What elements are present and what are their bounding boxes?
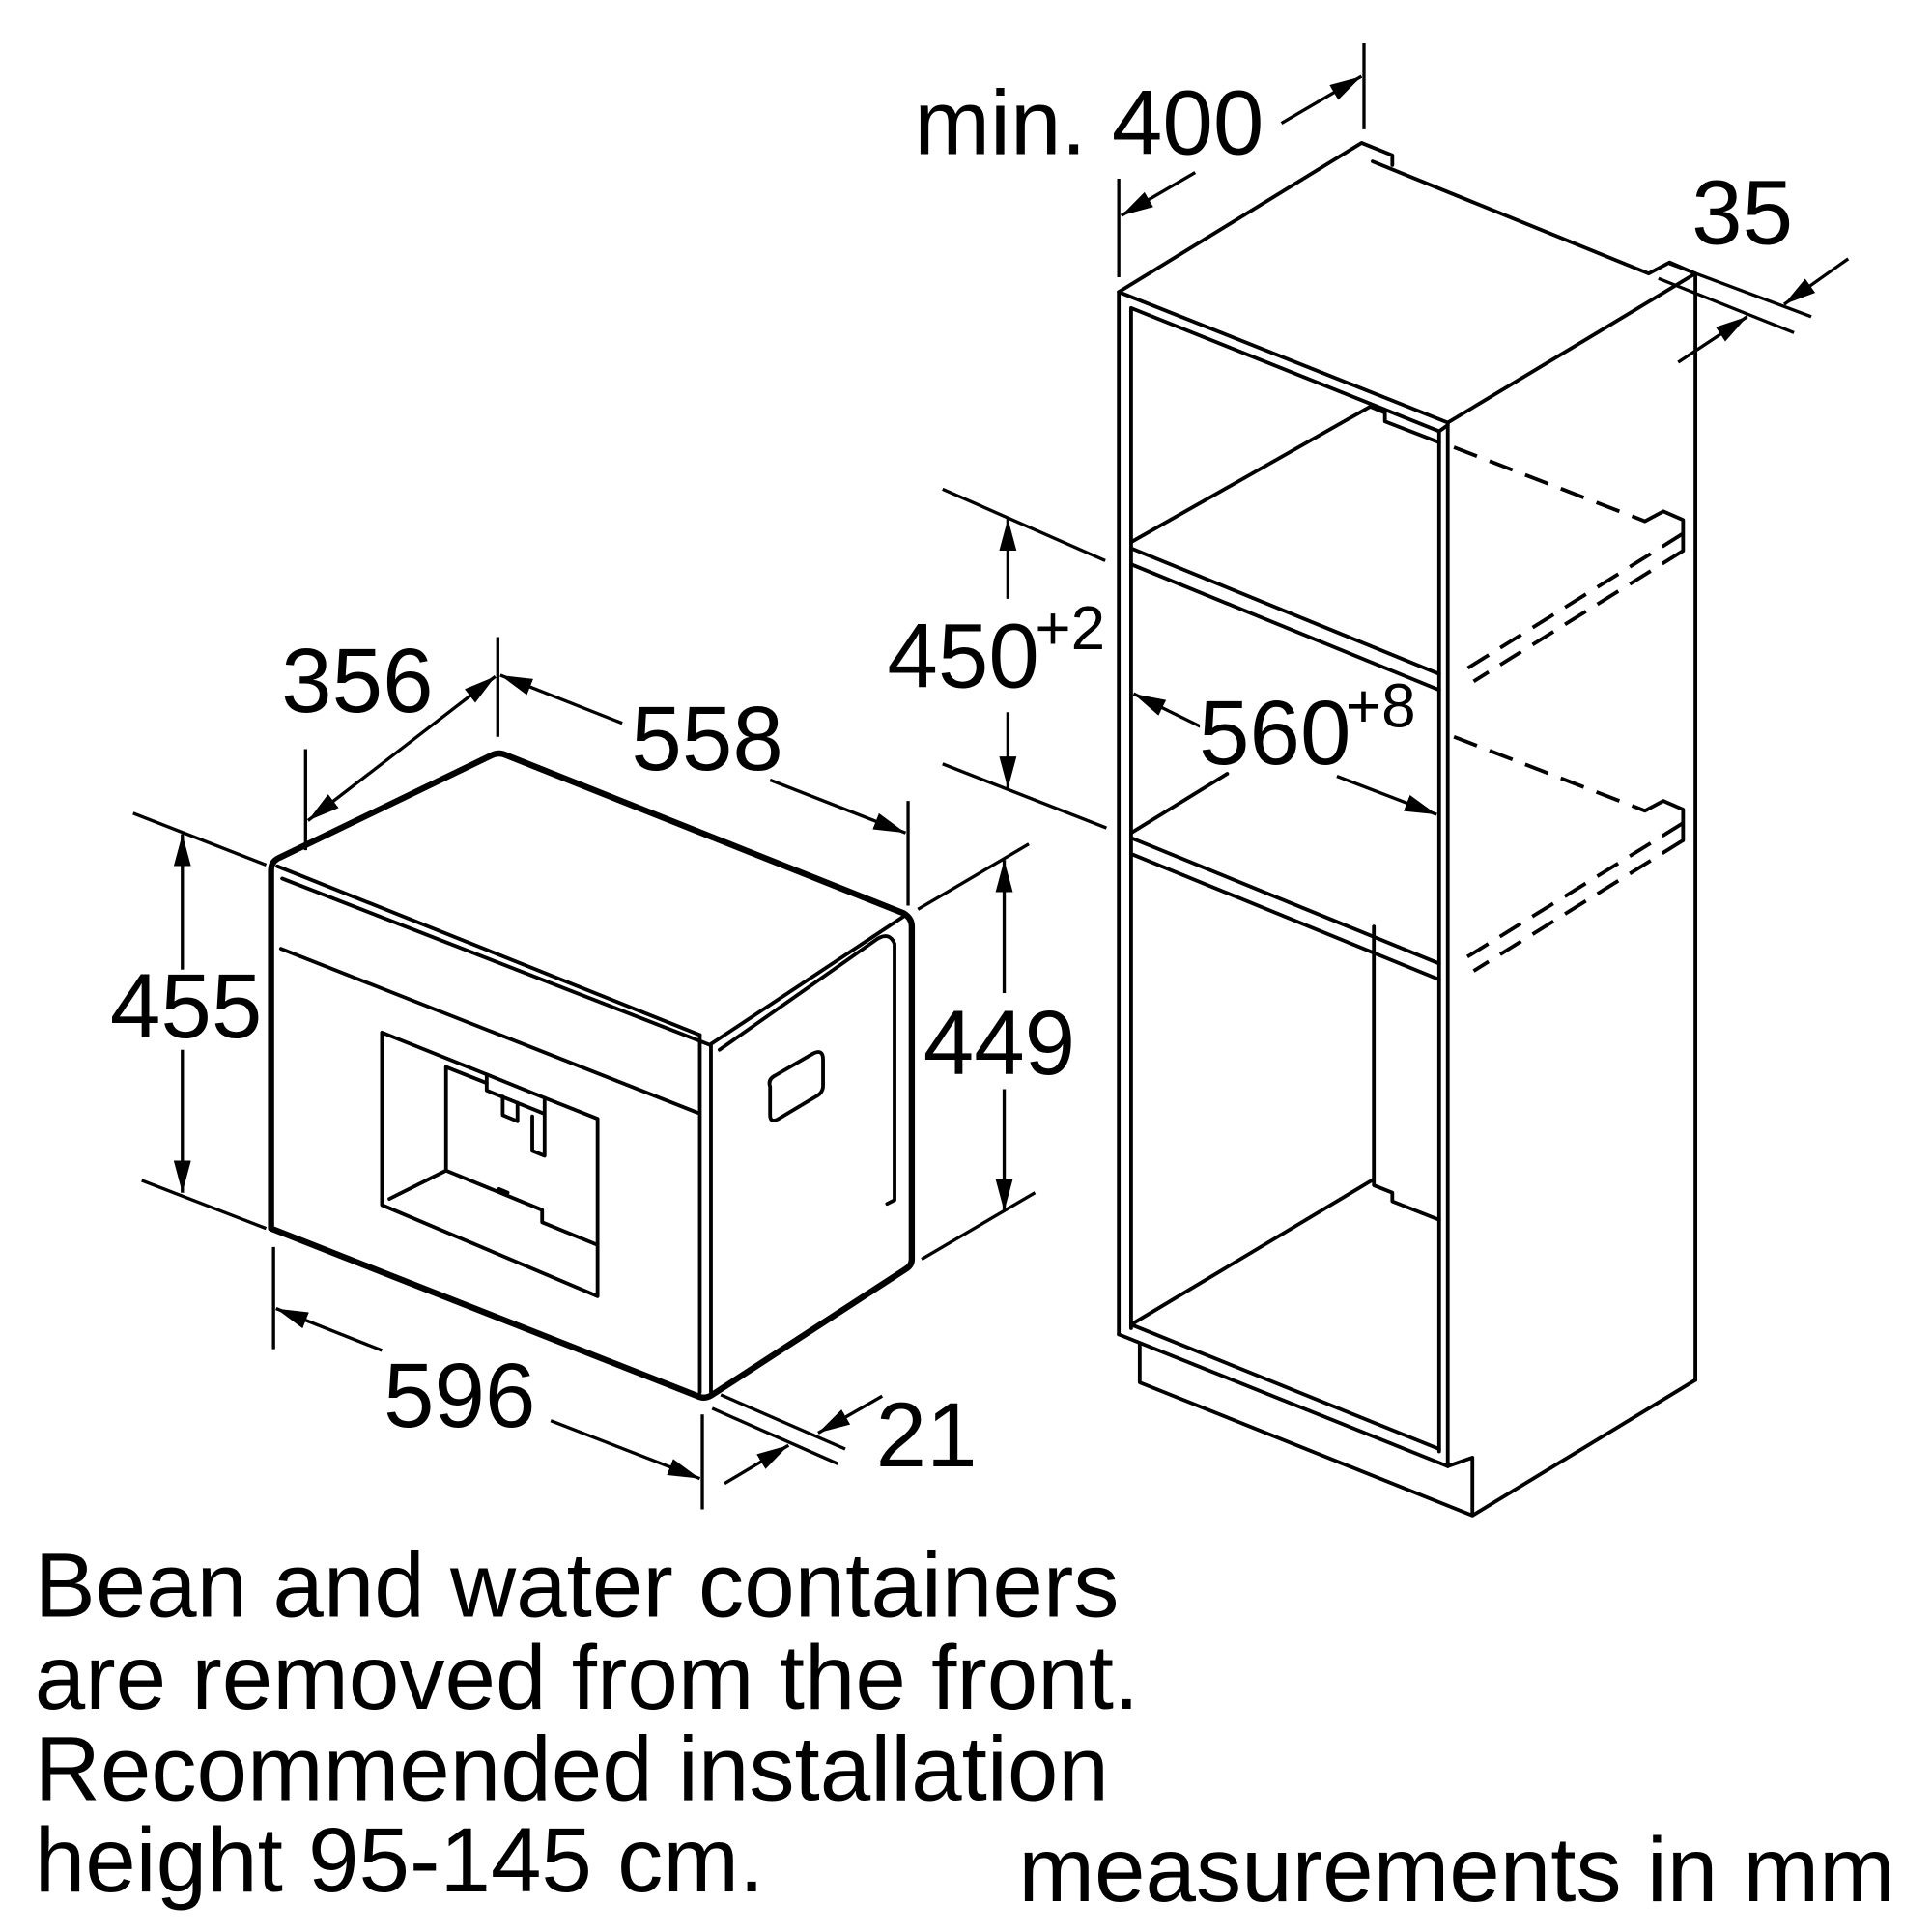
depth-extension-lines	[303, 637, 499, 851]
niche-width-arrow-right	[1336, 775, 1437, 816]
niche-height-label: 450	[887, 607, 1038, 708]
front-width-extension-lines	[271, 1246, 704, 1510]
appliance-outline	[268, 750, 916, 1401]
side-height-extension-lines	[917, 842, 1037, 1262]
side-panel-label: 35	[1691, 163, 1793, 265]
front-offset-extension-lines	[711, 1393, 846, 1465]
side-panel-arrow-upper	[1782, 257, 1850, 306]
note-line-3: Recommended installation	[35, 1719, 1109, 1821]
niche-height-extension-lines	[942, 487, 1108, 830]
upper-shelf	[1129, 546, 1441, 693]
niche-width-label: 560	[1199, 683, 1350, 784]
top-width-label: 558	[631, 689, 782, 790]
min-depth-arrow-left	[1120, 171, 1197, 217]
side-height-label: 449	[923, 993, 1075, 1094]
upper-niche-notch	[1642, 509, 1686, 554]
dispenser-recess-frame	[380, 1030, 600, 1298]
front-height-extension-lines	[132, 811, 268, 1231]
appliance-dimensions	[132, 637, 1037, 1510]
units-note: measurements in mm	[1018, 1820, 1894, 1921]
front-width-arrow-right	[550, 1419, 701, 1481]
middle-niche-hidden-lines	[1453, 734, 1685, 973]
cabinet-outer-verticals	[1117, 271, 1698, 1468]
front-offset-arrow-upper	[817, 1394, 884, 1435]
note-line-2: are removed from the front.	[35, 1628, 1139, 1729]
side-panel-inner-edge	[717, 934, 896, 1207]
front-panel-right-edge	[697, 1033, 713, 1396]
note-line-1: Bean and water containers	[35, 1535, 1120, 1636]
middle-shelf	[1129, 836, 1441, 981]
niche-width-arrow-left	[1132, 692, 1203, 729]
min-depth-label: min. 400	[914, 72, 1264, 174]
front-offset-arrow-lower	[724, 1443, 790, 1486]
control-panel-line	[278, 947, 699, 1115]
cabinet-inner-frame	[1129, 305, 1450, 1454]
coffee-machine	[268, 750, 916, 1401]
front-width-label: 596	[384, 1346, 535, 1447]
cabinet-top-edges	[1117, 141, 1698, 425]
side-handle	[767, 1050, 825, 1122]
niche-dimensions	[942, 43, 1850, 830]
dispenser-recess-back-wall	[387, 1065, 599, 1247]
niche-width-tolerance: +8	[1346, 671, 1416, 741]
front-width-arrow-left	[275, 1307, 384, 1352]
front-offset-label: 21	[876, 1385, 978, 1487]
niche-height-tolerance: +2	[1035, 593, 1105, 663]
top-width-arrow-left	[499, 673, 623, 725]
depth-label: 356	[281, 631, 433, 732]
side-panel-arrow-lower	[1677, 315, 1748, 364]
installation-notes: Bean and water containers are removed fr…	[35, 1535, 1895, 1921]
middle-niche-notch	[1642, 799, 1686, 842]
front-height-label: 455	[110, 956, 262, 1058]
top-width-arrow-right	[769, 778, 907, 835]
cabinet-base	[1117, 1332, 1698, 1518]
middle-compartment-back	[1129, 772, 1230, 836]
lower-compartment-back	[1129, 924, 1441, 1327]
upper-niche-hidden-lines	[1453, 445, 1685, 683]
note-line-4: height 95-145 cm.	[35, 1810, 764, 1912]
min-depth-extension-lines	[1117, 43, 1366, 277]
appliance-top-front-edge	[275, 864, 905, 1047]
min-depth-arrow-right	[1280, 74, 1363, 125]
upper-compartment-back	[1129, 405, 1441, 545]
tall-cabinet	[1117, 141, 1698, 1518]
lower-compartment-floor	[1129, 1322, 1441, 1451]
side-panel-extension-lines	[1658, 262, 1812, 334]
dimension-labels: 356 558 455 449 596 21 min. 400 35 450 +…	[105, 68, 1798, 1492]
coffee-spout	[484, 1072, 547, 1158]
depth-dimension-arrow	[306, 674, 497, 822]
